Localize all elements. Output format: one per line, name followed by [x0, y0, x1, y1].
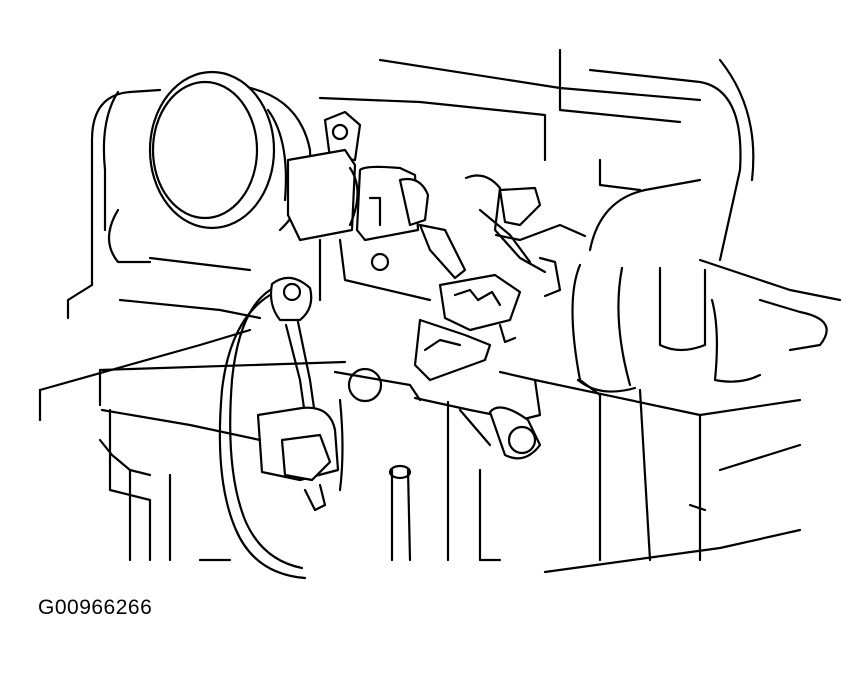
sensor-body — [256, 367, 422, 562]
vsv-assembly — [286, 110, 467, 302]
coolant-hose — [571, 58, 842, 562]
switching-valve — [413, 273, 522, 382]
engine-block-outline — [38, 48, 702, 422]
lower-block-right — [533, 378, 802, 574]
throttle-body — [148, 70, 312, 232]
figure-id-label: G00966266 — [38, 596, 153, 619]
vacuum-hose — [464, 174, 587, 298]
manifold-beam — [98, 360, 542, 562]
